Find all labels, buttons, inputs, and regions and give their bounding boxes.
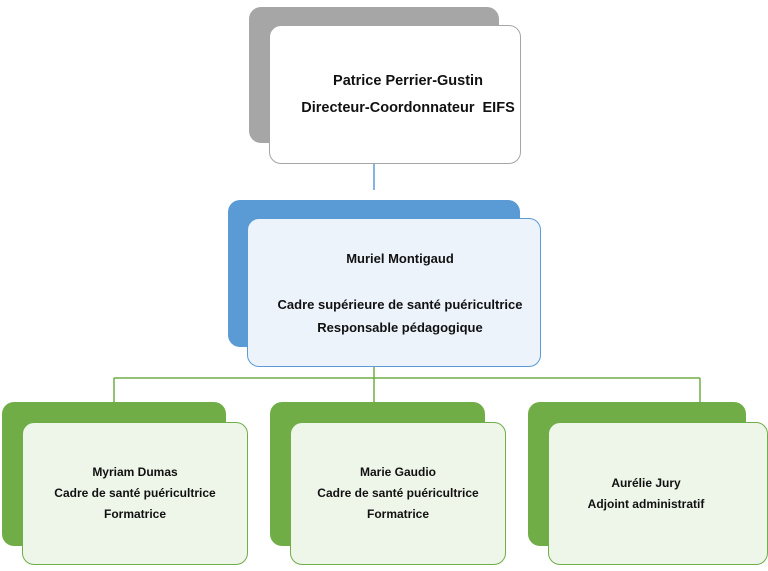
manager-role-1: Cadre supérieure de santé puéricultrice bbox=[277, 296, 523, 312]
staff-role-2a: Cadre de santé puéricultrice bbox=[317, 486, 479, 500]
staff-name-3: Aurélie Jury bbox=[611, 475, 681, 490]
staff-name-1: Myriam Dumas bbox=[92, 465, 178, 479]
staff-card-2: Marie Gaudio Cadre de santé puéricultric… bbox=[290, 422, 506, 565]
manager-card: Muriel Montigaud Cadre supérieure de san… bbox=[247, 218, 541, 367]
staff-card-1: Myriam Dumas Cadre de santé puéricultric… bbox=[22, 422, 248, 565]
manager-name: Muriel Montigaud bbox=[346, 250, 454, 266]
staff-role-1b: Formatrice bbox=[103, 507, 167, 521]
staff-role-1a: Cadre de santé puéricultrice bbox=[54, 486, 216, 500]
director-name: Patrice Perrier-Gustin bbox=[333, 72, 483, 89]
staff-name-2: Marie Gaudio bbox=[359, 465, 436, 479]
director-card: Patrice Perrier-Gustin Directeur-Coordon… bbox=[269, 25, 521, 164]
staff-role-2b: Formatrice bbox=[366, 507, 430, 521]
director-role: Directeur-Coordonnateur EIFS bbox=[301, 99, 515, 116]
staff-card-3: Aurélie Jury Adjoint administratif bbox=[548, 422, 768, 565]
manager-role-2: Responsable pédagogique bbox=[317, 319, 483, 335]
staff-role-3a: Adjoint administratif bbox=[587, 496, 705, 511]
